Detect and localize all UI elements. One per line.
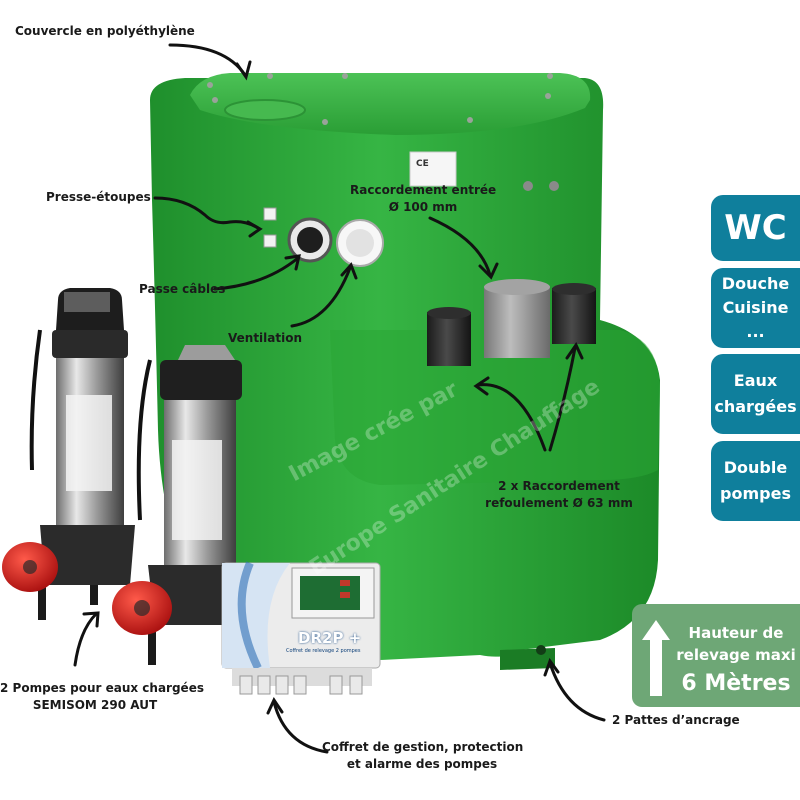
badge-eaux-line2: chargées <box>714 397 797 416</box>
tank-body <box>150 78 660 670</box>
label-presse-etoupes: Presse-étoupes <box>46 190 151 204</box>
label-refoulement-line2: refoulement Ø 63 mm <box>485 496 633 510</box>
lift-height-card: Hauteur de relevage maxi 6 Mètres <box>632 604 800 707</box>
badge-usage-line2: Cuisine <box>722 298 789 317</box>
controller-brand: DR2P + <box>298 629 362 647</box>
badge-usage: Douche Cuisine ... <box>711 268 800 348</box>
cable-glands <box>263 207 384 267</box>
label-coffret: Coffret de gestion, protection et alarme… <box>322 739 524 773</box>
svg-text:CE: CE <box>416 159 429 169</box>
badge-eaux-chargees: Eaux chargées <box>711 354 800 434</box>
badge-wc-text: WC <box>724 208 787 248</box>
inlet-outlet-pipes <box>427 279 596 366</box>
label-raccordement-entree-line1: Raccordement entrée <box>350 183 497 197</box>
label-coffret-line2: et alarme des pompes <box>346 757 498 771</box>
controller-subtitle: Coffret de relevage 2 pompes <box>286 648 361 654</box>
label-refoulement-line1: 2 x Raccordement <box>498 479 620 493</box>
label-raccordement-entree-line2: Ø 100 mm <box>388 200 458 214</box>
label-couvercle: Couvercle en polyéthylène <box>15 24 195 38</box>
lift-height-label: Hauteur de relevage maxi <box>676 622 796 666</box>
label-pattes-ancrage: 2 Pattes d’ancrage <box>612 713 740 727</box>
label-coffret-line1: Coffret de gestion, protection <box>322 740 524 754</box>
label-pompes-line2: SEMISOM 290 AUT <box>32 698 158 712</box>
label-passe-cables: Passe câbles <box>139 282 226 296</box>
label-pompes: 2 Pompes pour eaux chargées SEMISOM 290 … <box>0 680 204 714</box>
label-raccordement-entree: Raccordement entrée Ø 100 mm <box>350 182 496 216</box>
label-refoulement: 2 x Raccordement refoulement Ø 63 mm <box>484 478 634 512</box>
badge-eaux-line1: Eaux <box>733 371 778 390</box>
submersible-pump-left <box>2 288 135 620</box>
label-pompes-line1: 2 Pompes pour eaux chargées <box>0 681 204 695</box>
lift-height-value: 6 Mètres <box>681 671 791 696</box>
label-ventilation: Ventilation <box>228 331 303 345</box>
lift-height-line1: Hauteur de <box>688 624 784 642</box>
badge-double-line2: pompes <box>720 484 791 503</box>
polyethylene-lid <box>190 73 591 135</box>
control-box <box>221 561 381 695</box>
up-arrow-icon <box>642 620 670 696</box>
annotation-arrows <box>73 43 606 754</box>
ce-label <box>409 151 457 187</box>
badge-usage-line1: Douche <box>721 274 790 293</box>
badge-wc: WC <box>711 195 800 261</box>
badge-usage-line3: ... <box>746 322 765 341</box>
badge-double-line1: Double <box>723 458 788 477</box>
lift-height-line2: relevage maxi <box>676 646 796 664</box>
badge-double-pompes: Double pompes <box>711 441 800 521</box>
